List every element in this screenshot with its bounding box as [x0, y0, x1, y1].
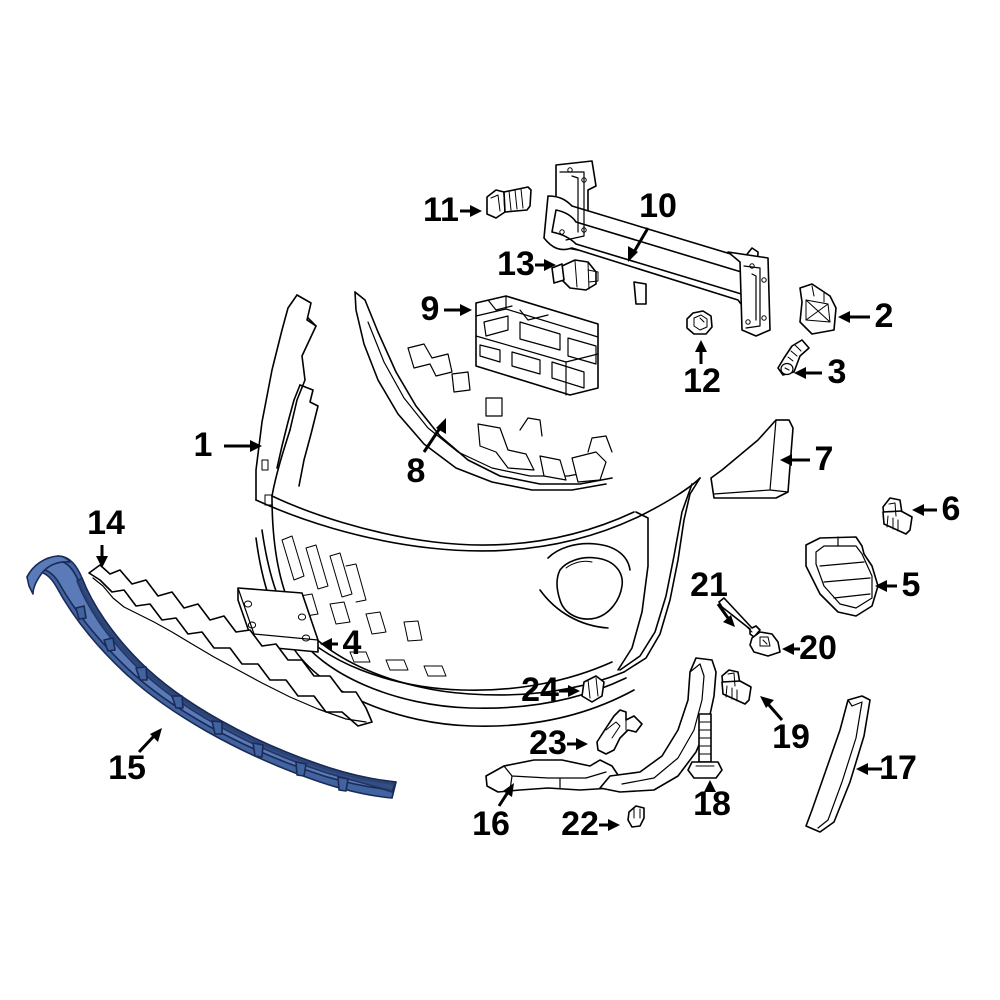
callout-label-9: 9	[421, 290, 440, 328]
callout-label-4: 4	[343, 624, 362, 662]
callout-label-21: 21	[690, 566, 728, 604]
callout-label-8: 8	[407, 452, 426, 490]
part-trim-strip-right	[805, 695, 871, 833]
callout-label-5: 5	[902, 566, 921, 604]
part-bolt-flange	[882, 497, 913, 535]
callout-3[interactable]: 3	[794, 353, 846, 391]
part-bolt-hex-flange	[486, 186, 532, 219]
part-bracket-upper-right	[799, 283, 837, 335]
part-retainer-clip	[581, 675, 605, 703]
part-front-bumper-lower-spoiler	[26, 555, 397, 799]
callout-label-14: 14	[87, 504, 125, 542]
callout-9[interactable]: 9	[421, 290, 472, 328]
callouts-layer: 1 2 3 4 5 6	[87, 187, 960, 843]
callout-label-12: 12	[683, 362, 721, 400]
part-grille-insert-right	[805, 536, 879, 617]
callout-label-24: 24	[521, 671, 559, 709]
part-screw-small	[777, 339, 810, 376]
callout-label-23: 23	[529, 724, 567, 762]
callout-12[interactable]: 12	[683, 340, 721, 400]
callout-10[interactable]: 10	[628, 187, 677, 262]
callout-14[interactable]: 14	[87, 504, 125, 568]
callout-11[interactable]: 11	[423, 191, 482, 229]
part-license-plate-bracket	[237, 587, 319, 653]
callout-label-7: 7	[815, 440, 834, 478]
callout-20[interactable]: 20	[782, 629, 837, 667]
part-bolt-tapping	[721, 669, 752, 705]
part-energy-absorber	[475, 295, 599, 396]
callout-label-15: 15	[108, 749, 146, 787]
callout-21[interactable]: 21	[690, 566, 735, 627]
callout-24[interactable]: 24	[521, 671, 580, 709]
callout-23[interactable]: 23	[529, 724, 588, 762]
callout-7[interactable]: 7	[780, 440, 833, 478]
part-grille-lower	[354, 291, 613, 491]
callout-label-19: 19	[772, 718, 810, 756]
callout-label-11: 11	[423, 191, 459, 229]
callout-6[interactable]: 6	[912, 490, 960, 528]
callout-19[interactable]: 19	[760, 696, 810, 756]
part-lower-valance-reinforcement	[88, 564, 373, 727]
callout-2[interactable]: 2	[838, 297, 893, 335]
part-bumper-reinforcement-bar	[543, 160, 771, 337]
part-nut	[686, 310, 713, 335]
part-sensor-bracket	[551, 259, 599, 291]
part-push-clip	[627, 805, 645, 828]
callout-label-3: 3	[828, 353, 847, 391]
part-bracket-small	[596, 709, 643, 755]
callout-17[interactable]: 17	[856, 749, 917, 787]
part-clip-nut	[749, 631, 781, 657]
callout-8[interactable]: 8	[407, 418, 446, 490]
callout-label-10: 10	[639, 187, 677, 225]
callout-label-13: 13	[497, 245, 535, 283]
callout-label-1: 1	[194, 426, 213, 464]
callout-5[interactable]: 5	[875, 566, 920, 604]
part-filler-panel	[710, 419, 794, 499]
callout-13[interactable]: 13	[497, 245, 556, 283]
callout-label-6: 6	[942, 490, 961, 528]
callout-label-16: 16	[472, 805, 510, 843]
part-screw-long	[687, 713, 723, 779]
part-splash-shield	[599, 657, 717, 793]
callout-16[interactable]: 16	[472, 783, 514, 843]
callout-4[interactable]: 4	[320, 624, 362, 662]
callout-label-2: 2	[875, 297, 894, 335]
callout-label-20: 20	[799, 629, 837, 667]
callout-label-17: 17	[879, 749, 917, 787]
part-front-bumper-cover	[255, 294, 701, 727]
callout-15[interactable]: 15	[108, 728, 162, 787]
callout-label-22: 22	[561, 805, 599, 843]
callout-22[interactable]: 22	[561, 805, 620, 843]
callout-18[interactable]: 18	[693, 780, 731, 823]
callout-1[interactable]: 1	[194, 426, 262, 464]
